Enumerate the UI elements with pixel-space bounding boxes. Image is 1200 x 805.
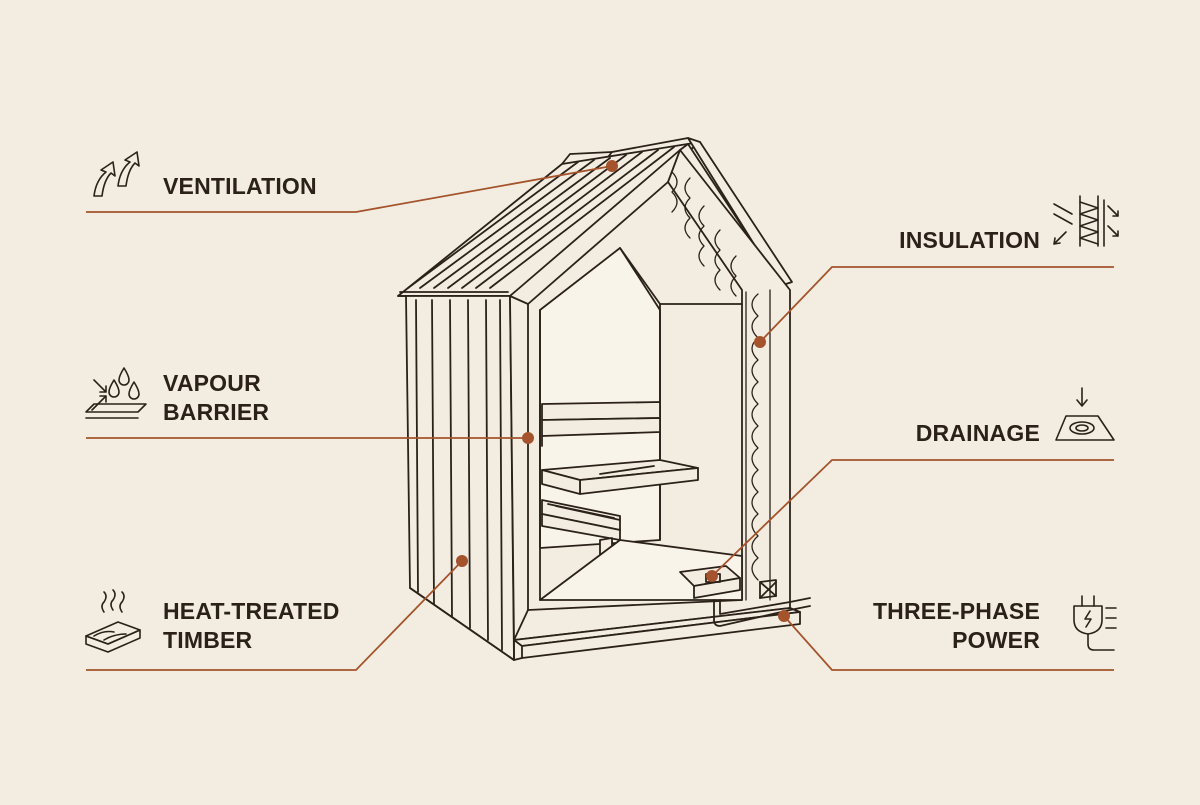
dot-drainage	[706, 570, 718, 582]
dot-insulation	[754, 336, 766, 348]
leader-insulation	[759, 266, 1114, 343]
exterior-left-wall	[405, 295, 515, 661]
label-ventilation: VENTILATION	[163, 172, 317, 201]
leader-ventilation	[86, 165, 613, 213]
floor-drain-icon	[1055, 387, 1115, 441]
leader-lines	[86, 165, 1114, 671]
label-vapour-barrier: VAPOUR BARRIER	[163, 369, 269, 427]
label-vapour-barrier-line-1: VAPOUR	[163, 370, 261, 396]
lower-bench	[541, 459, 699, 495]
label-insulation-line-1: INSULATION	[899, 227, 1040, 253]
label-insulation: INSULATION	[899, 226, 1040, 255]
label-vapour-barrier-line-2: BARRIER	[163, 399, 270, 425]
label-drainage-line-1: DRAINAGE	[915, 420, 1040, 446]
airflow-arrows-icon	[93, 151, 140, 197]
label-three-phase-power-line-1: THREE-PHASE	[872, 598, 1040, 624]
steaming-planks-icon	[85, 589, 141, 653]
power-cable	[713, 597, 811, 627]
label-heat-treated-timber-line-2: TIMBER	[163, 627, 253, 653]
leader-drainage	[711, 459, 1114, 577]
label-three-phase-power: THREE-PHASE POWER	[873, 597, 1040, 655]
dot-heat-treated-timber	[456, 555, 468, 567]
leader-three-phase-power	[783, 615, 1114, 671]
label-heat-treated-timber: HEAT-TREATED TIMBER	[163, 597, 340, 655]
insulation-layer	[671, 171, 771, 601]
upper-bench	[541, 401, 661, 447]
floor	[539, 539, 743, 601]
water-drops-membrane-icon	[85, 367, 147, 419]
label-ventilation-line-1: VENTILATION	[163, 173, 317, 199]
dot-vapour-barrier	[522, 432, 534, 444]
dot-ventilation	[606, 160, 618, 172]
label-drainage: DRAINAGE	[916, 419, 1040, 448]
leader-heat-treated-timber	[86, 560, 463, 671]
insulation-layer-icon	[1053, 195, 1119, 247]
dot-three-phase-power	[778, 610, 790, 622]
label-three-phase-power-line-2: POWER	[952, 627, 1040, 653]
label-heat-treated-timber-line-1: HEAT-TREATED	[163, 598, 340, 624]
roof-left-slope	[397, 141, 701, 297]
electric-plug-icon	[1073, 595, 1117, 651]
callout-dots	[456, 160, 790, 622]
